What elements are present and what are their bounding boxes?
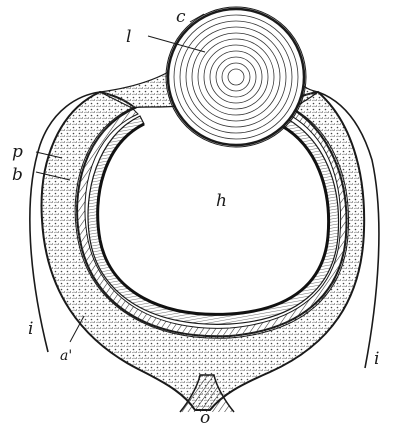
central-cavity — [102, 128, 325, 308]
label-i-right: i — [374, 349, 379, 369]
label-i-left: i — [28, 319, 33, 339]
label-o: o — [200, 408, 210, 426]
label-c: c — [176, 7, 186, 27]
label-a-prime: a' — [60, 348, 72, 364]
label-l: l — [126, 27, 131, 47]
label-b: b — [12, 165, 23, 185]
label-p: p — [12, 142, 23, 162]
label-h: h — [216, 191, 227, 211]
